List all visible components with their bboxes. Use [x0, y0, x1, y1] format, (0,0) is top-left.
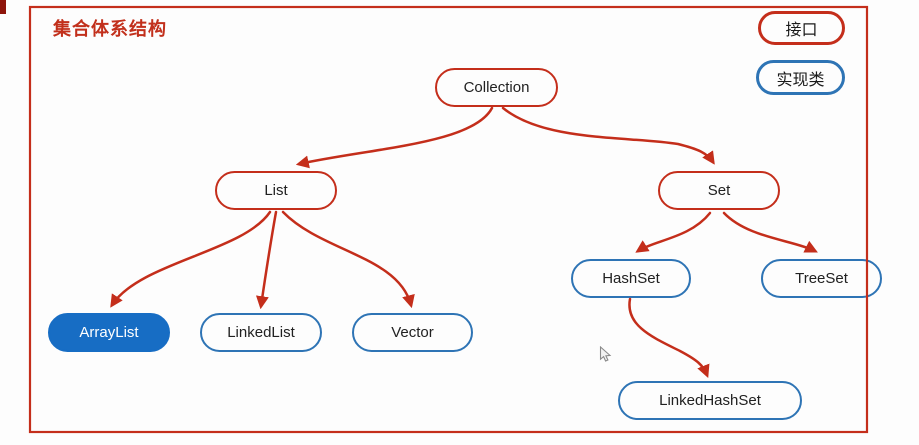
legend-implementation-pill: 实现类 — [756, 60, 845, 95]
node-hashset-label: HashSet — [602, 270, 660, 287]
node-arraylist: ArrayList — [48, 313, 170, 352]
legend-interface-pill: 接口 — [758, 11, 845, 45]
node-linkedhashset-label: LinkedHashSet — [659, 392, 761, 409]
node-hashset: HashSet — [571, 259, 691, 298]
node-set: Set — [658, 171, 780, 210]
node-treeset-label: TreeSet — [795, 270, 848, 287]
node-list: List — [215, 171, 337, 210]
edge-list-linkedlist — [255, 210, 278, 310]
edge-list-vector — [281, 210, 415, 309]
node-linkedlist-label: LinkedList — [227, 324, 295, 341]
node-vector-label: Vector — [391, 324, 434, 341]
mouse-cursor-icon — [599, 346, 612, 362]
edge-hashset-linkedhashset — [628, 297, 710, 379]
legend-implementation-label: 实现类 — [776, 71, 825, 89]
corner-artifact — [0, 0, 6, 14]
node-set-label: Set — [707, 182, 731, 199]
edge-set-hashset — [635, 211, 712, 253]
edge-collection-list — [295, 106, 494, 169]
edge-collection-set — [501, 106, 715, 165]
legend-interface-label: 接口 — [785, 22, 818, 39]
edge-set-treeset — [722, 211, 818, 253]
node-arraylist-label: ArrayList — [79, 324, 139, 341]
node-vector: Vector — [352, 313, 473, 352]
node-treeset: TreeSet — [761, 259, 882, 298]
node-collection-label: Collection — [463, 79, 530, 96]
node-linkedlist: LinkedList — [200, 313, 322, 352]
node-linkedhashset: LinkedHashSet — [618, 381, 802, 420]
node-list-label: List — [264, 182, 288, 199]
node-collection: Collection — [435, 68, 558, 107]
edge-list-arraylist — [110, 210, 272, 308]
diagram-title: 集合体系结构 — [53, 19, 167, 39]
